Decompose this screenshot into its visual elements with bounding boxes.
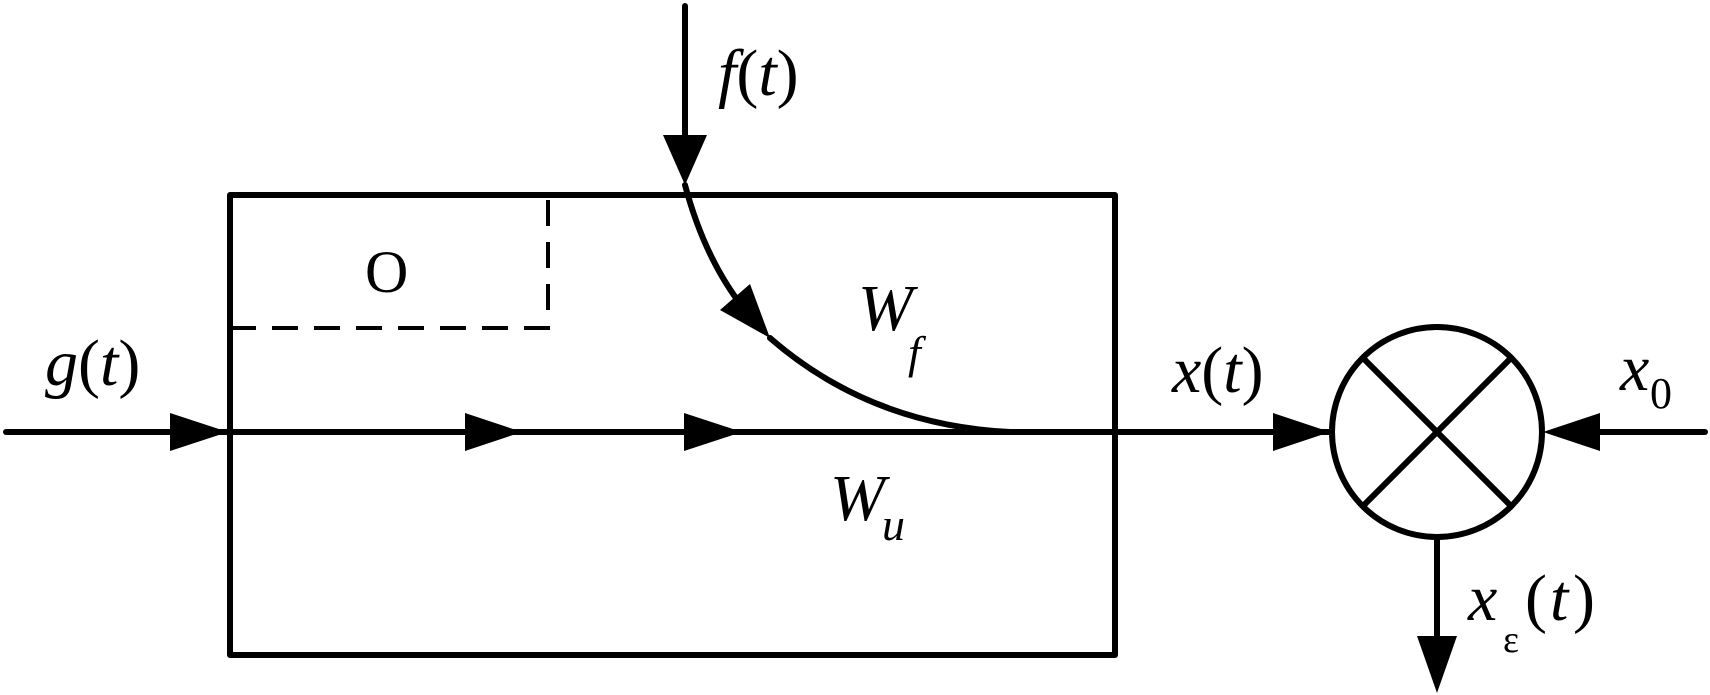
disturbance-arrowhead [663,135,707,185]
sub-block-label: O [365,239,408,305]
dashed-sub-block [230,195,550,330]
curve-arrowhead [720,284,770,338]
input-arrowhead [170,413,228,451]
label-g-of-t: g(t) [45,327,140,400]
inner-arrowhead-2 [684,413,742,451]
disturbance-curve [682,182,748,313]
label-wu: Wu [830,462,905,550]
error-arrowhead [1417,636,1457,693]
label-x-of-t: x(t) [1171,334,1264,407]
label-x-epsilon-of-t: xε(t) [1467,562,1595,661]
disturbance-merge-curve [767,335,1013,435]
label-x0: x0 [1619,332,1672,418]
comparator-cross-b [1360,355,1514,509]
output-arrowhead [1273,413,1330,451]
inner-arrowhead-1 [465,413,522,451]
system-block [227,192,1118,658]
label-f-of-t: f(t) [718,37,799,110]
reference-arrowhead [1543,413,1600,451]
